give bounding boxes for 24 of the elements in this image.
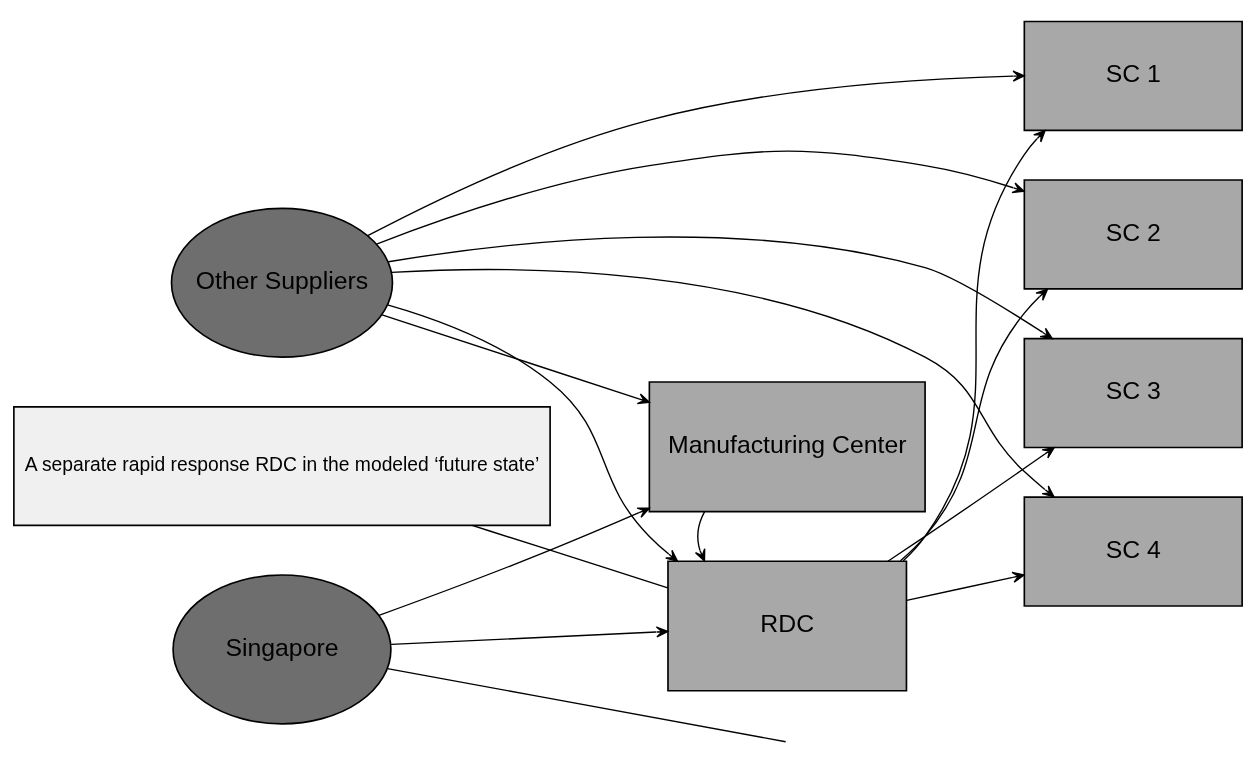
arrow xyxy=(390,268,1055,498)
arrow xyxy=(902,129,1046,562)
node-box: SC 4 xyxy=(1023,496,1243,607)
node-box: Manufacturing Center xyxy=(648,381,926,513)
connector xyxy=(386,667,787,743)
arrow xyxy=(387,236,1053,340)
node-box: SC 2 xyxy=(1023,179,1243,290)
arrow xyxy=(390,626,669,646)
arrow xyxy=(375,150,1025,245)
arrow xyxy=(694,511,706,562)
connector xyxy=(471,524,669,589)
arrow xyxy=(906,571,1025,602)
arrow xyxy=(367,70,1025,237)
arrow xyxy=(381,314,651,405)
arrow xyxy=(887,446,1055,562)
node-box: RDC xyxy=(667,560,908,692)
node-ellipse: Singapore xyxy=(172,574,392,725)
arrow xyxy=(378,507,650,617)
node-ellipse: Other Suppliers xyxy=(170,207,394,358)
node-box: A separate rapid response RDC in the modeled ‘future state’ xyxy=(13,406,551,527)
arrow xyxy=(899,288,1049,562)
node-box: SC 3 xyxy=(1023,337,1243,449)
arrow xyxy=(386,304,679,562)
node-box: SC 1 xyxy=(1023,20,1243,132)
